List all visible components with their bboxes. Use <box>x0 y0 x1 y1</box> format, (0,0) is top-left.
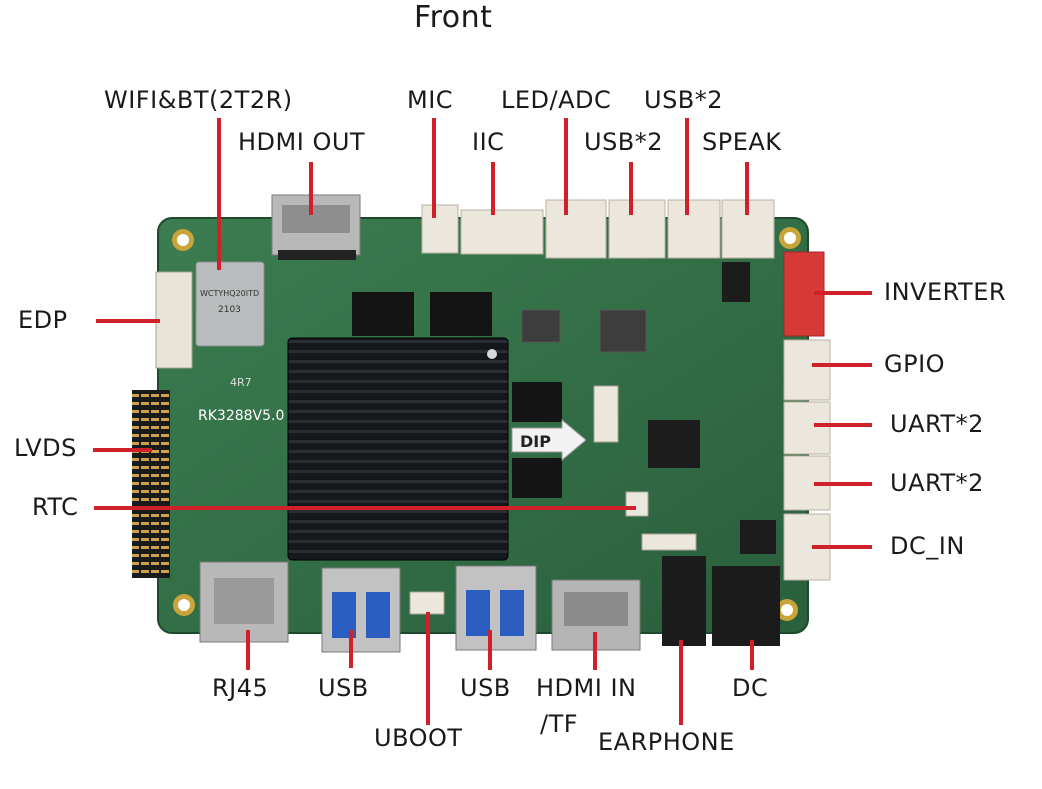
edp-connector <box>155 271 193 369</box>
label-earphone: EARPHONE <box>598 728 735 756</box>
label-lvds: LVDS <box>14 434 77 462</box>
lvds-header <box>132 390 170 578</box>
label-usb2-top: USB*2 <box>644 86 724 114</box>
label-gpio: GPIO <box>884 350 946 378</box>
rtc-connector <box>625 491 649 517</box>
label-wifi-bt: WIFI&BT(2T2R) <box>104 86 293 114</box>
leader-lines <box>93 118 872 725</box>
heatsink <box>287 337 509 561</box>
top-connectors <box>421 199 775 259</box>
label-uboot: UBOOT <box>374 724 463 752</box>
label-iic: IIC <box>472 128 505 156</box>
wifi-module-text: WCTYHQ20ITD <box>200 289 259 298</box>
label-usb2-mid: USB*2 <box>584 128 664 156</box>
label-hdmi-in: HDMI IN <box>536 674 637 702</box>
label-inverter: INVERTER <box>884 278 1007 306</box>
label-rj45: RJ45 <box>212 674 269 702</box>
mounting-holes <box>172 227 801 621</box>
dip-arrow: DIP <box>511 418 587 462</box>
wifi-module-code: 2103 <box>218 305 241 315</box>
label-edp: EDP <box>18 306 68 334</box>
label-usb-left: USB <box>318 674 369 702</box>
right-connectors <box>783 251 831 581</box>
hdmi-out-port <box>271 194 361 260</box>
silk-inductor-text: 4R7 <box>230 376 252 389</box>
silk-model-text: RK3288V5.0 <box>198 408 284 424</box>
label-usb-right: USB <box>460 674 511 702</box>
label-rtc: RTC <box>32 493 79 521</box>
label-dc: DC <box>732 674 769 702</box>
label-speak: SPEAK <box>702 128 782 156</box>
label-hdmi-out: HDMI OUT <box>238 128 366 156</box>
label-uart-2: UART*2 <box>890 469 984 497</box>
dip-text: DIP <box>520 432 551 451</box>
bottom-ports <box>199 533 780 653</box>
diagram-title: Front <box>414 0 493 35</box>
label-tf: /TF <box>540 710 579 738</box>
ic-chips <box>352 262 776 554</box>
wifi-module: WCTYHQ20ITD 2103 <box>195 261 265 347</box>
label-led-adc: LED/ADC <box>501 86 612 114</box>
label-dc-in: DC_IN <box>890 532 965 560</box>
label-mic: MIC <box>407 86 454 114</box>
small-connector <box>593 385 619 443</box>
label-uart-1: UART*2 <box>890 410 984 438</box>
